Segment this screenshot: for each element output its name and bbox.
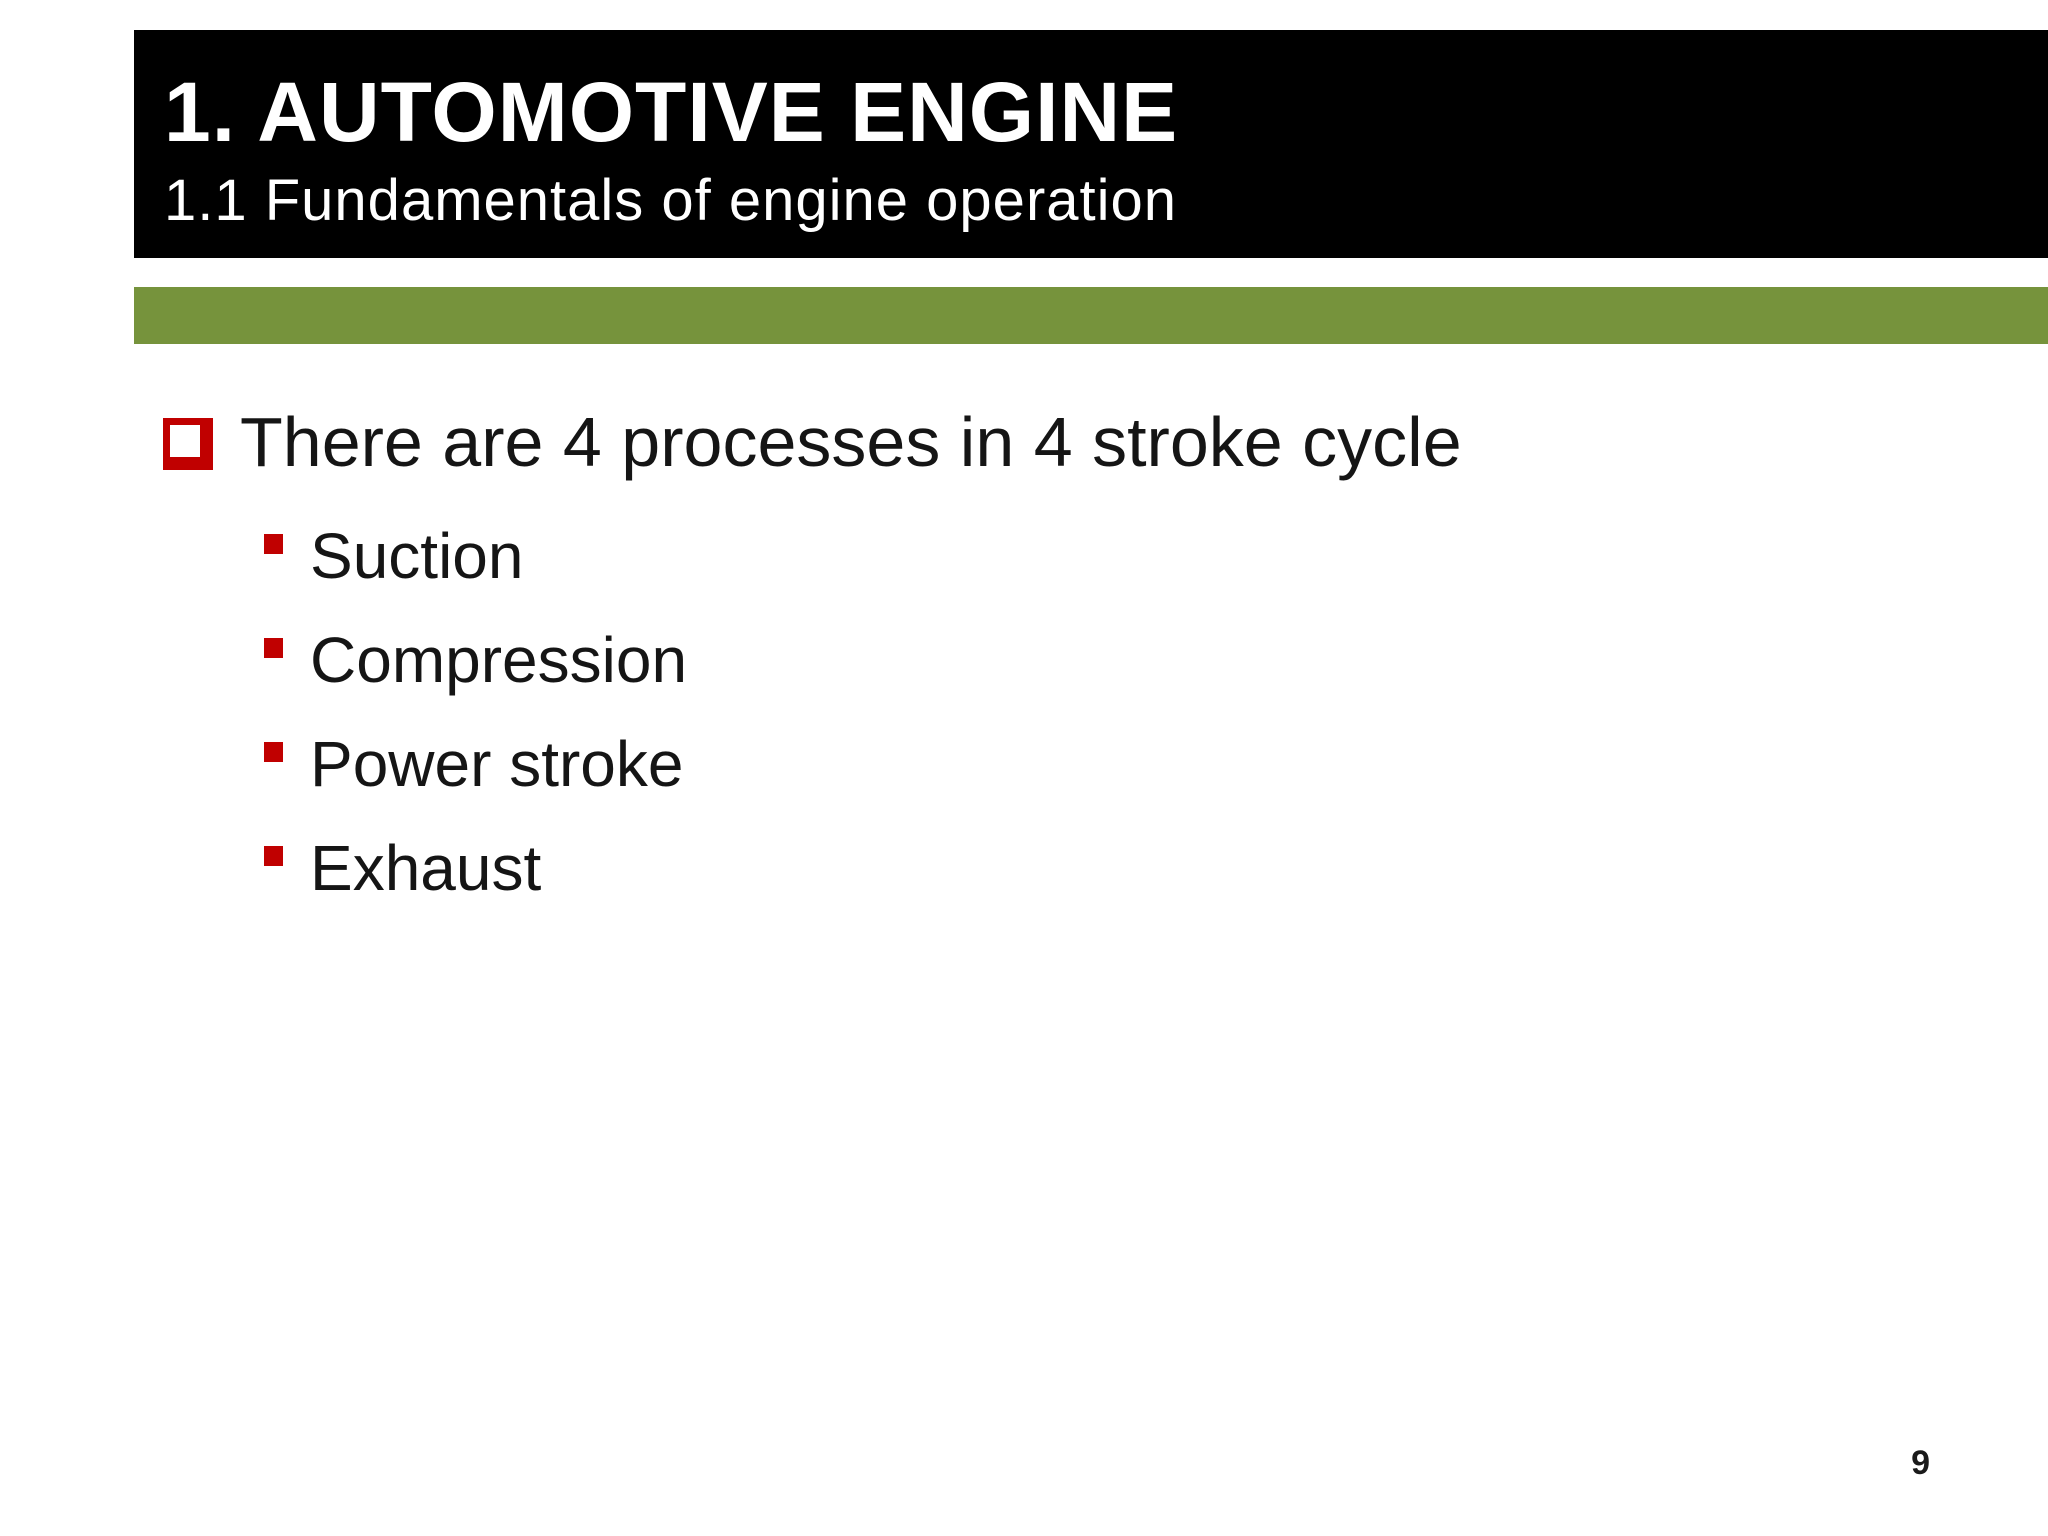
list-item: Suction (264, 522, 1462, 590)
header-bar: 1. AUTOMOTIVE ENGINE 1.1 Fundamentals of… (134, 30, 2048, 258)
page-number: 9 (1911, 1444, 1930, 1482)
main-bullet-text: There are 4 processes in 4 stroke cycle (240, 403, 1462, 481)
square-bullet-icon (264, 742, 283, 762)
sub-bullet-text: Power stroke (310, 728, 684, 800)
checkbox-square-icon (163, 418, 213, 470)
slide-title: 1. AUTOMOTIVE ENGINE (164, 65, 1179, 159)
list-item: Power stroke (264, 730, 1462, 798)
slide-content: There are 4 processes in 4 stroke cycle … (163, 404, 1462, 938)
slide-subtitle: 1.1 Fundamentals of engine operation (164, 168, 1178, 233)
accent-bar (134, 287, 2048, 344)
list-item: Compression (264, 626, 1462, 694)
sub-bullet-list: Suction Compression Power stroke Exhaust (264, 522, 1462, 902)
list-item: Exhaust (264, 834, 1462, 902)
square-bullet-icon (264, 638, 283, 658)
square-bullet-icon (264, 846, 283, 866)
main-bullet-row: There are 4 processes in 4 stroke cycle (163, 404, 1462, 480)
square-bullet-icon (264, 534, 283, 554)
sub-bullet-text: Compression (310, 624, 688, 696)
sub-bullet-text: Exhaust (310, 832, 542, 904)
sub-bullet-text: Suction (310, 520, 524, 592)
